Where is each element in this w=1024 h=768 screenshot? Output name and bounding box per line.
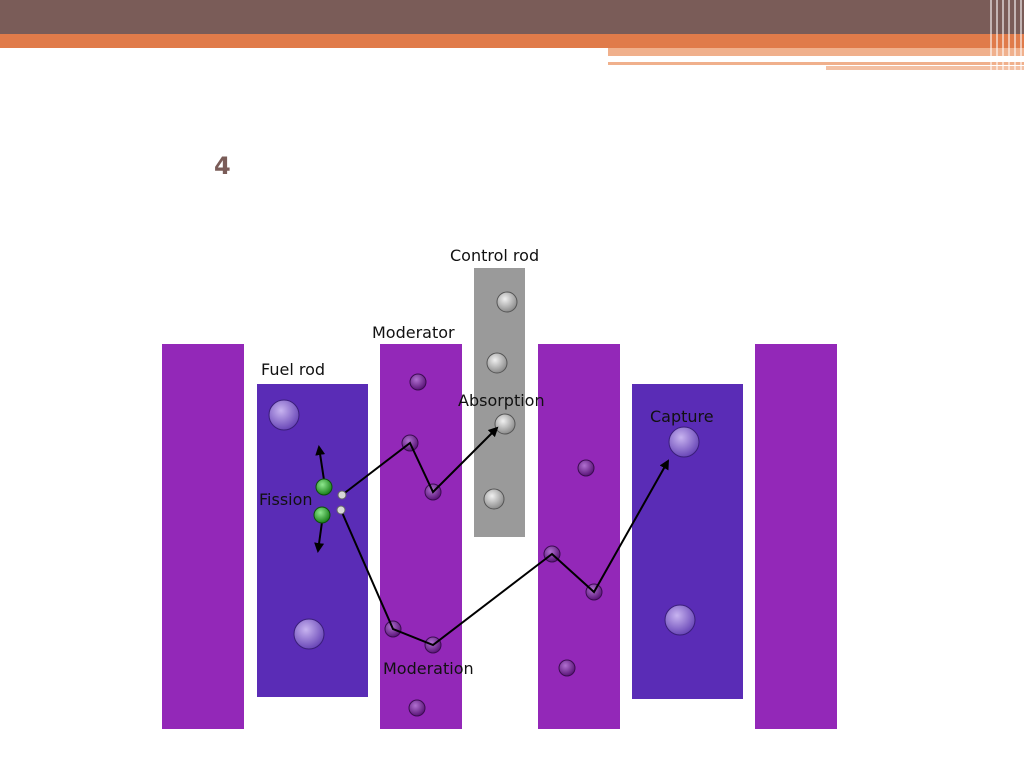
moderator-slab-3 <box>538 344 620 729</box>
label-fuel-rod: Fuel rod <box>261 360 325 379</box>
fuel-atom <box>293 618 325 650</box>
header-orange-band <box>0 34 1024 48</box>
label-fission: Fission <box>259 490 313 509</box>
control-rod-atom <box>483 488 505 510</box>
fission-fragment <box>315 478 333 496</box>
neutron <box>337 490 347 500</box>
moderator-slab-2 <box>380 344 462 729</box>
label-absorption: Absorption <box>458 391 545 410</box>
moderator-atom <box>408 699 426 717</box>
header-orange-line <box>608 62 1024 65</box>
fission-fragment-arrow-down <box>314 521 325 553</box>
fission-fragment-arrow-up <box>315 445 326 481</box>
header-brown-band <box>0 0 1024 34</box>
slide-number: 4 <box>214 152 231 180</box>
header-orange-line-short <box>826 66 1024 70</box>
fuel-atom <box>268 399 300 431</box>
moderator-atom <box>409 373 427 391</box>
control-rod-atom-absorbing <box>494 413 516 435</box>
fuel-atom-capture <box>668 426 700 458</box>
slide-header-bands <box>0 0 1024 72</box>
fuel-rod-left <box>257 384 368 697</box>
neutron <box>336 505 346 515</box>
label-capture: Capture <box>650 407 714 426</box>
fuel-atom <box>664 604 696 636</box>
header-corner-stripes <box>990 0 1024 72</box>
moderator-atom <box>558 659 576 677</box>
header-orange-thin-band <box>608 48 1024 56</box>
control-rod-atom <box>496 291 518 313</box>
label-control-rod: Control rod <box>450 246 539 265</box>
neutron-path-moderation-capture <box>340 459 669 647</box>
label-moderator: Moderator <box>372 323 455 342</box>
fission-fragment <box>313 506 331 524</box>
label-moderation: Moderation <box>383 659 474 678</box>
moderator-atom <box>577 459 595 477</box>
neutron-path-absorption <box>341 426 499 496</box>
control-rod-atom <box>486 352 508 374</box>
moderator-slab-4 <box>755 344 837 729</box>
moderator-slab-1 <box>162 344 244 729</box>
